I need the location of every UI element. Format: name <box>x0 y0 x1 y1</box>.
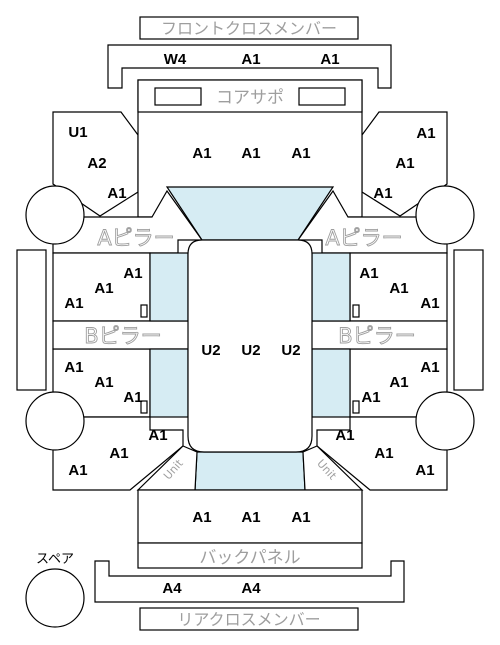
front-cross-member-part <box>107 44 392 89</box>
front-right-fender-code-3: A1 <box>373 185 392 202</box>
b-pillar-right-part <box>309 320 448 350</box>
door-handle-right-rear <box>352 400 360 414</box>
rear-left-quarter-code-1: A1 <box>148 427 167 444</box>
b-pillar-left-label: Bピラー <box>84 324 161 348</box>
left-front-door-code-2: A1 <box>94 280 113 297</box>
roof-code-2: U2 <box>241 342 260 359</box>
rear-left-quarter-code-3: A1 <box>68 462 87 479</box>
headlight-left <box>154 87 202 106</box>
b-pillar-left-part <box>52 320 191 350</box>
front-right-wheel <box>415 185 475 245</box>
door-handle-left-front <box>140 304 148 318</box>
spare-label: スペア <box>36 552 74 567</box>
core-support-code-3: A1 <box>291 145 310 162</box>
right-rear-door-code-3: A1 <box>361 389 380 406</box>
headlight-right <box>298 87 346 106</box>
rear-right-wheel <box>415 391 475 451</box>
core-support-code-2: A1 <box>241 145 260 162</box>
rear-cross-member-code-1: A4 <box>162 580 182 597</box>
rear-cross-member-label: リアクロスメンバー <box>177 610 320 629</box>
core-support-label: コアサポ <box>216 88 284 108</box>
front-cross-member-label-box <box>139 16 359 40</box>
left-front-door-code-1: A1 <box>123 265 142 282</box>
front-left-fender-code-2: A2 <box>87 155 106 172</box>
left-rear-door-code-2: A1 <box>94 374 113 391</box>
front-right-fender-code-2: A1 <box>395 155 414 172</box>
left-rear-door-code-3: A1 <box>123 389 142 406</box>
back-panel-label: バックパネル <box>199 548 300 568</box>
front-cross-member-code-1: W4 <box>164 51 187 68</box>
trunk-code-2: A1 <box>241 509 260 526</box>
right-rear-door-code-1: A1 <box>420 359 439 376</box>
left-front-door-part <box>52 252 151 322</box>
a-pillar-right-label: Aピラー <box>325 226 402 250</box>
left-side-panel <box>16 249 47 391</box>
rear-right-quarter-code-2: A1 <box>374 445 393 462</box>
left-rear-window <box>149 348 189 418</box>
right-rear-window <box>311 348 351 418</box>
right-front-door-code-3: A1 <box>420 295 439 312</box>
front-left-fender-code-1: U1 <box>68 124 87 141</box>
roof-part <box>187 239 313 453</box>
left-front-door-code-3: A1 <box>64 295 83 312</box>
right-rear-door-code-2: A1 <box>389 374 408 391</box>
front-left-wheel <box>25 185 85 245</box>
b-pillar-right-label: Bピラー <box>338 324 415 348</box>
front-cross-member-code-2: A1 <box>241 51 260 68</box>
rear-left-quarter-part <box>52 416 184 491</box>
left-front-window <box>149 252 189 322</box>
rear-cross-member-part <box>94 560 405 603</box>
roof-code-1: U2 <box>201 342 220 359</box>
rear-windshield <box>194 451 306 491</box>
rear-left-wheel <box>25 391 85 451</box>
door-handle-right-front <box>352 304 360 318</box>
rear-cross-member-label-box <box>139 607 359 631</box>
trunk-code-3: A1 <box>291 509 310 526</box>
door-handle-left-rear <box>140 400 148 414</box>
front-cross-member-code-3: A1 <box>320 51 339 68</box>
rear-right-quarter-code-3: A1 <box>415 462 434 479</box>
front-right-fender-code-1: A1 <box>416 125 435 142</box>
right-front-door-part <box>349 252 448 322</box>
right-side-panel <box>453 249 484 391</box>
right-front-door-code-1: A1 <box>359 265 378 282</box>
rear-right-quarter-part <box>316 416 448 491</box>
left-rear-door-code-1: A1 <box>64 359 83 376</box>
front-cross-member-label: フロントクロスメンバー <box>161 19 337 38</box>
roof-code-3: U2 <box>281 342 300 359</box>
right-front-door-code-2: A1 <box>389 280 408 297</box>
right-front-window <box>311 252 351 322</box>
rear-right-quarter-code-1: A1 <box>335 427 354 444</box>
a-pillar-left-label: Aピラー <box>97 226 174 250</box>
trunk-code-1: A1 <box>192 509 211 526</box>
rear-left-quarter-code-2: A1 <box>109 445 128 462</box>
front-left-fender-code-3: A1 <box>107 185 126 202</box>
core-support-code-1: A1 <box>192 145 211 162</box>
back-panel-part <box>137 542 363 569</box>
rear-cross-member-code-2: A4 <box>241 580 261 597</box>
spare-tire <box>25 568 85 628</box>
trunk-part <box>137 489 363 544</box>
